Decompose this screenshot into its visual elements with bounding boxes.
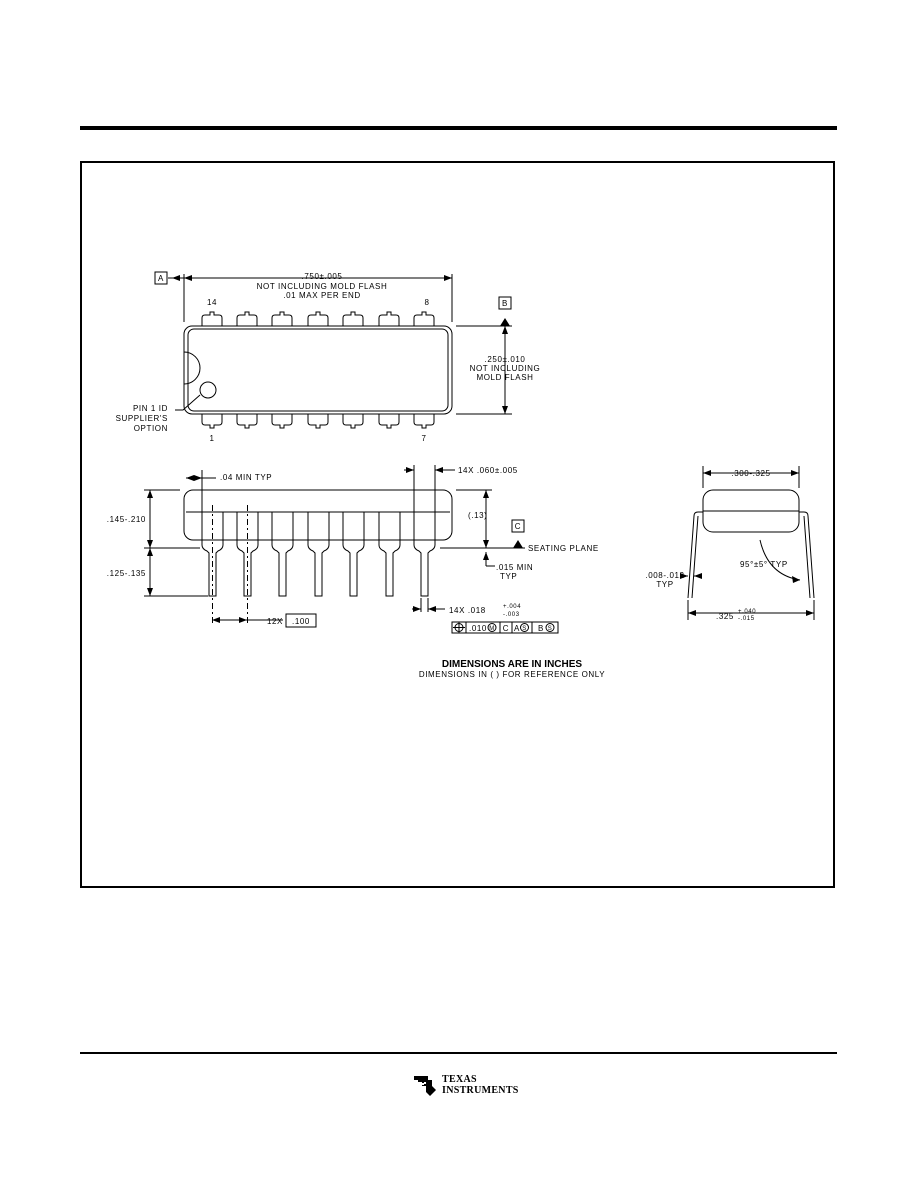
length-note-1: NOT INCLUDING MOLD FLASH (257, 282, 388, 291)
lead-width-label: 14X .060±.005 (458, 466, 518, 475)
length-dim: .750±.005 (302, 272, 343, 281)
drawing-frame (80, 161, 835, 888)
span-minus: -.015 (738, 616, 755, 622)
pin1-dot (199, 381, 217, 399)
standoff-label-2: TYP (500, 572, 517, 581)
pin-1-label: 1 (209, 434, 214, 443)
pin-8-label: 8 (424, 298, 429, 307)
width-note-1: NOT INCLUDING (470, 364, 541, 373)
end-width-label: .300-.325 (731, 469, 770, 478)
ti-state-icon (414, 1076, 436, 1096)
lead-length-label: .125-.135 (107, 569, 146, 578)
datum-b-label: B (502, 299, 508, 308)
pin1-note-1: PIN 1 ID (133, 404, 168, 413)
seating-plane-label: SEATING PLANE (528, 544, 599, 553)
labels: A B C .750±.005 NOT INCLUDING MOLD FLASH… (107, 272, 788, 679)
pin1-notch (183, 351, 201, 385)
datum-c-box (511, 519, 525, 533)
span-label: .325 (716, 612, 734, 621)
end-lead-thickness-2: TYP (656, 580, 673, 589)
fcf-mmc: M (489, 626, 495, 632)
min-typ-label: .04 MIN TYP (220, 473, 272, 482)
datum-b-box (498, 296, 512, 310)
lead-thickness-plus: +.004 (503, 604, 521, 610)
bottom-pins (201, 414, 435, 429)
lead-thickness-minus: -.003 (503, 612, 520, 618)
body-height-label: .145-.210 (107, 515, 146, 524)
feature-control-frame (451, 621, 559, 634)
end-lead-thickness-1: .008-.012 (645, 571, 684, 580)
standoff-label-1: .015 MIN (496, 563, 533, 572)
angle-label: 95°±5° TYP (740, 560, 788, 569)
datum-b-triangle (500, 318, 510, 326)
lead-thickness-label: 14X .018 (449, 606, 486, 615)
dimension-arrows (147, 275, 814, 623)
datum-c-label: C (515, 522, 521, 531)
pitch-value-label: .100 (292, 617, 310, 626)
width-dim: .250±.010 (485, 355, 526, 364)
datum-c-triangle (513, 540, 523, 548)
side-view (144, 465, 559, 634)
end-lead-right (799, 511, 815, 599)
end-lead-left (687, 511, 703, 599)
package-body-side (183, 489, 453, 541)
end-view (680, 466, 815, 620)
top-view (168, 274, 512, 429)
rfs-circle-a (520, 623, 529, 632)
top-pins (201, 311, 435, 326)
units-note: DIMENSIONS ARE IN INCHES (442, 659, 583, 670)
span-plus: +.040 (738, 609, 756, 615)
pin1-note-2: SUPPLIER'S (116, 414, 168, 423)
package-body-top (183, 325, 453, 415)
mmc-circle (487, 623, 497, 632)
pitch-count-label: 12X (267, 617, 283, 626)
pin-7-label: 7 (421, 434, 426, 443)
datum-a-box (154, 271, 168, 285)
fcf-rfs-1: S (522, 626, 527, 632)
footer-rule (80, 1052, 837, 1054)
pin-14-label: 14 (207, 298, 217, 307)
fcf-tolerance: .010 (469, 624, 487, 633)
side-leads (201, 512, 436, 597)
width-note-2: MOLD FLASH (476, 373, 533, 382)
pin1-note-3: OPTION (134, 424, 168, 433)
fcf-datum-a: A (514, 624, 520, 633)
datum-a-label: A (158, 274, 164, 283)
fcf-datum-c: C (503, 624, 509, 633)
pitch-basic-box (285, 613, 317, 628)
rfs-circle-b (545, 623, 555, 632)
logo-word-instruments: INSTRUMENTS (442, 1085, 519, 1096)
length-note-2: .01 MAX PER END (283, 291, 360, 300)
fcf-datum-b: B (538, 624, 544, 633)
fcf-rfs-2: S (548, 626, 553, 632)
ref-height-label: (.13) (468, 511, 487, 520)
logo-word-texas: TEXAS (442, 1074, 477, 1085)
header-rule (80, 126, 837, 130)
ti-logo: TEXAS INSTRUMENTS (412, 1072, 522, 1100)
reference-note: DIMENSIONS IN ( ) FOR REFERENCE ONLY (419, 670, 605, 679)
